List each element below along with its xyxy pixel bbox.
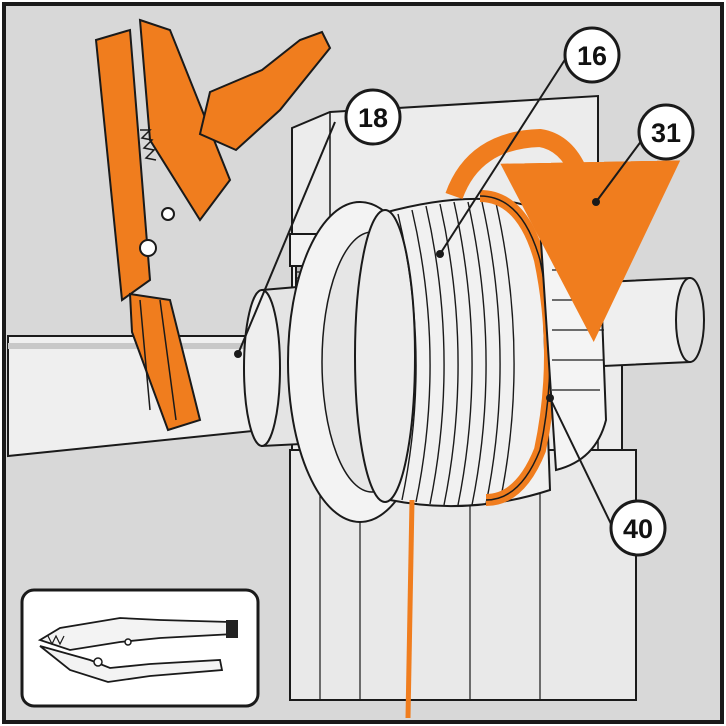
callout-40-label: 40 [623, 514, 653, 544]
callout-18-label: 18 [358, 103, 388, 133]
callout-18: 18 [344, 88, 402, 146]
cable [405, 499, 415, 719]
callout-31: 31 [637, 103, 695, 161]
callout-16: 16 [563, 26, 621, 84]
locking-pliers-icon [94, 18, 332, 432]
tool-inset [20, 588, 260, 708]
rotation-arrow [445, 128, 681, 342]
callout-31-label: 31 [651, 118, 681, 148]
leader-lines [234, 57, 643, 527]
cable-drum [354, 197, 552, 508]
callout-16-label: 16 [577, 41, 607, 71]
callout-40: 40 [609, 499, 667, 557]
locking-pliers-icon [37, 617, 238, 683]
